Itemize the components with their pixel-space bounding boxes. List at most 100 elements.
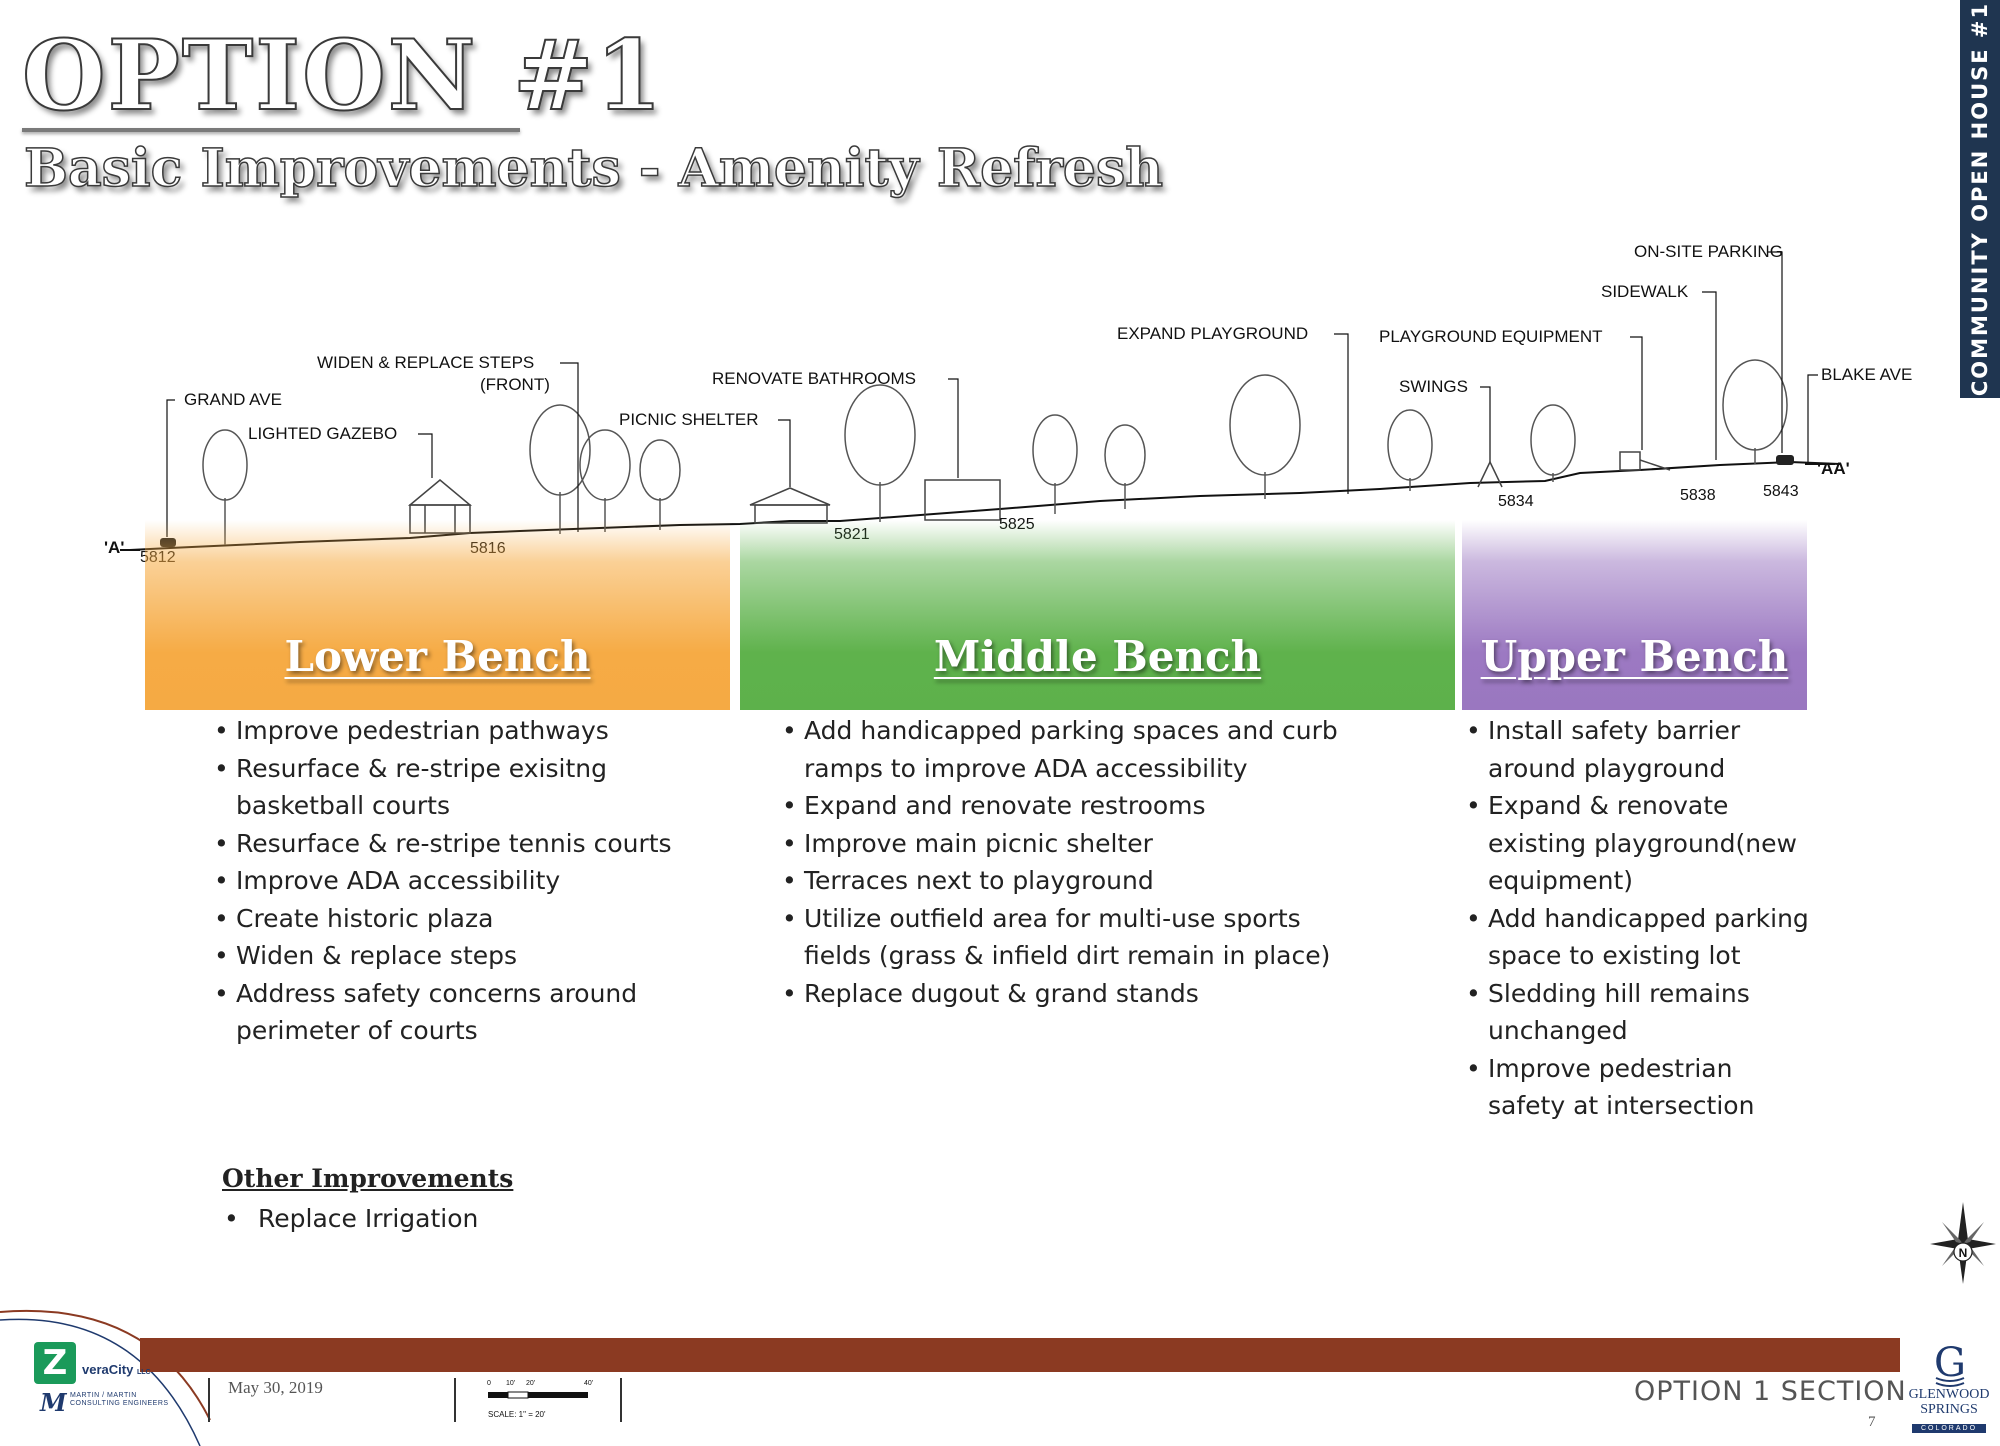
scale-tick-label: 40' <box>584 1380 594 1387</box>
lower-bench-title: Lower Bench <box>284 632 591 681</box>
elevation-label: 5834 <box>1498 493 1534 510</box>
callout-blake-ave: BLAKE AVE <box>1821 365 1913 384</box>
martin-martin-logo-mark: M <box>40 1388 67 1417</box>
callout-sidewalk: SIDEWALK <box>1601 282 1689 301</box>
callout-on-site-parking: ON-SITE PARKING <box>1634 242 1783 261</box>
tree-icon <box>1104 424 1146 509</box>
list-item: Improve main picnic shelter <box>782 825 1372 863</box>
middle-bench-list: Add handicapped parking spaces and curb … <box>782 712 1372 1012</box>
leader-parking <box>1768 251 1783 453</box>
veracity-logo-text: veraCity <box>82 1362 134 1377</box>
footer-divider <box>208 1378 210 1422</box>
tree-icon <box>639 439 681 530</box>
leader-grand-ave <box>166 399 175 537</box>
list-item: Terraces next to playground <box>782 862 1372 900</box>
tree-icon <box>1530 404 1576 482</box>
section-marker-a: 'A' <box>104 538 125 557</box>
city-name-line1: GLENWOOD <box>1908 1387 1990 1402</box>
callout-widen-steps: WIDEN & REPLACE STEPS <box>317 353 535 372</box>
leader-bathrooms <box>948 378 959 478</box>
list-item: Utilize outfield area for multi-use spor… <box>782 900 1372 975</box>
upper-bench-title: Upper Bench <box>1480 632 1789 681</box>
list-item: Expand and renovate restrooms <box>782 787 1372 825</box>
upper-bench-band: Upper Bench <box>1462 520 1807 710</box>
other-improvements-heading: Other Improvements <box>222 1164 514 1193</box>
leader-sidewalk <box>1702 291 1717 460</box>
list-item: Replace Irrigation <box>222 1200 478 1237</box>
martin-martin-tagline: CONSULTING ENGINEERS <box>70 1400 169 1408</box>
footer-arc <box>0 1310 211 1446</box>
lower-bench-list: Improve pedestrian pathways Resurface & … <box>214 712 674 1050</box>
playground-structure-icon <box>1619 451 1671 471</box>
tree-icon <box>1032 414 1078 514</box>
tree-icon <box>1387 409 1433 491</box>
zehren-logo: Z <box>34 1342 76 1384</box>
list-item: Widen & replace steps <box>214 937 674 975</box>
glenwood-springs-logo: G <box>1934 1340 1966 1387</box>
compass-north-label: N <box>1959 1246 1968 1260</box>
lower-bench-band: Lower Bench <box>145 520 730 710</box>
swings-icon <box>1477 461 1503 488</box>
site-section-diagram <box>120 251 1841 551</box>
leader-steps <box>560 362 579 532</box>
compass-icon: N <box>1930 1202 1996 1284</box>
list-item: Install safety barrier around playground <box>1466 712 1811 787</box>
leader-picnic <box>778 419 791 487</box>
section-marker-aa: 'AA' <box>1817 459 1850 478</box>
footer-divider <box>620 1378 622 1422</box>
tree-icon <box>1722 359 1788 464</box>
middle-bench-band: Middle Bench <box>740 520 1455 710</box>
veracity-logo-suffix: LLC <box>136 1369 151 1376</box>
callout-expand-playground: EXPAND PLAYGROUND <box>1117 324 1309 343</box>
page-subtitle: Basic Improvements - Amenity Refresh <box>23 138 1164 199</box>
list-item: Improve pedestrian safety at intersectio… <box>1466 1050 1811 1125</box>
scale-bar <box>488 1391 588 1399</box>
list-item: Expand & renovate existing playground(ne… <box>1466 787 1811 900</box>
page-number: 7 <box>1868 1414 1876 1430</box>
tree-icon <box>579 429 631 532</box>
city-state-label: COLORADO <box>1912 1424 1986 1433</box>
leader-swings <box>1480 386 1491 462</box>
list-item: Address safety concerns around perimeter… <box>214 975 674 1050</box>
tree-icon <box>1229 374 1301 499</box>
callout-picnic-shelter: PICNIC SHELTER <box>619 410 759 429</box>
tree-icon <box>844 384 916 522</box>
callout-playground-equipment: PLAYGROUND EQUIPMENT <box>1379 327 1603 346</box>
list-item: Improve pedestrian pathways <box>214 712 674 750</box>
middle-bench-title: Middle Bench <box>933 632 1262 681</box>
list-item: Resurface & re-stripe tennis courts <box>214 825 674 863</box>
veracity-logo: veraCity LLC <box>82 1362 151 1377</box>
list-item: Replace dugout & grand stands <box>782 975 1372 1013</box>
list-item: Improve ADA accessibility <box>214 862 674 900</box>
tree-group <box>202 359 1788 545</box>
side-tab-label: COMMUNITY OPEN HOUSE #1 <box>1968 1 1992 397</box>
glenwood-springs-name: GLENWOOD SPRINGS <box>1898 1387 2000 1417</box>
upper-bench-list: Install safety barrier around playground… <box>1466 712 1811 1125</box>
title-underline <box>22 128 520 132</box>
leader-blake <box>1807 374 1818 462</box>
footer-date: May 30, 2019 <box>228 1378 323 1397</box>
callout-swings: SWINGS <box>1399 377 1468 396</box>
callout-widen-steps-front: (FRONT) <box>480 375 550 394</box>
elevation-label: 5843 <box>1763 483 1799 500</box>
side-tab: COMMUNITY OPEN HOUSE #1 <box>1960 0 2000 398</box>
leader-gazebo <box>418 433 433 478</box>
leader-expand <box>1334 333 1349 494</box>
list-item: Create historic plaza <box>214 900 674 938</box>
leader-playground-eq <box>1630 336 1643 450</box>
page-title: OPTION #1 <box>21 19 665 132</box>
callout-lighted-gazebo: LIGHTED GAZEBO <box>248 424 398 443</box>
list-item: Add handicapped parking space to existin… <box>1466 900 1811 975</box>
scale-label: SCALE: 1" = 20' <box>488 1410 546 1419</box>
picnic-shelter-icon <box>749 487 831 524</box>
city-name-line2: SPRINGS <box>1920 1401 1978 1417</box>
footer-section-label: OPTION 1 SECTION <box>1634 1376 1907 1407</box>
martin-martin-name: MARTIN / MARTIN <box>70 1392 137 1399</box>
scale-tick-label: 0 <box>487 1380 491 1387</box>
callout-leaders <box>166 251 1818 537</box>
footer-bar <box>140 1338 1900 1372</box>
callout-grand-ave: GRAND AVE <box>184 390 282 409</box>
footer-divider <box>454 1378 456 1422</box>
martin-martin-logo: MARTIN / MARTIN CONSULTING ENGINEERS <box>70 1392 169 1409</box>
scale-tick-label: 10' <box>506 1380 516 1387</box>
